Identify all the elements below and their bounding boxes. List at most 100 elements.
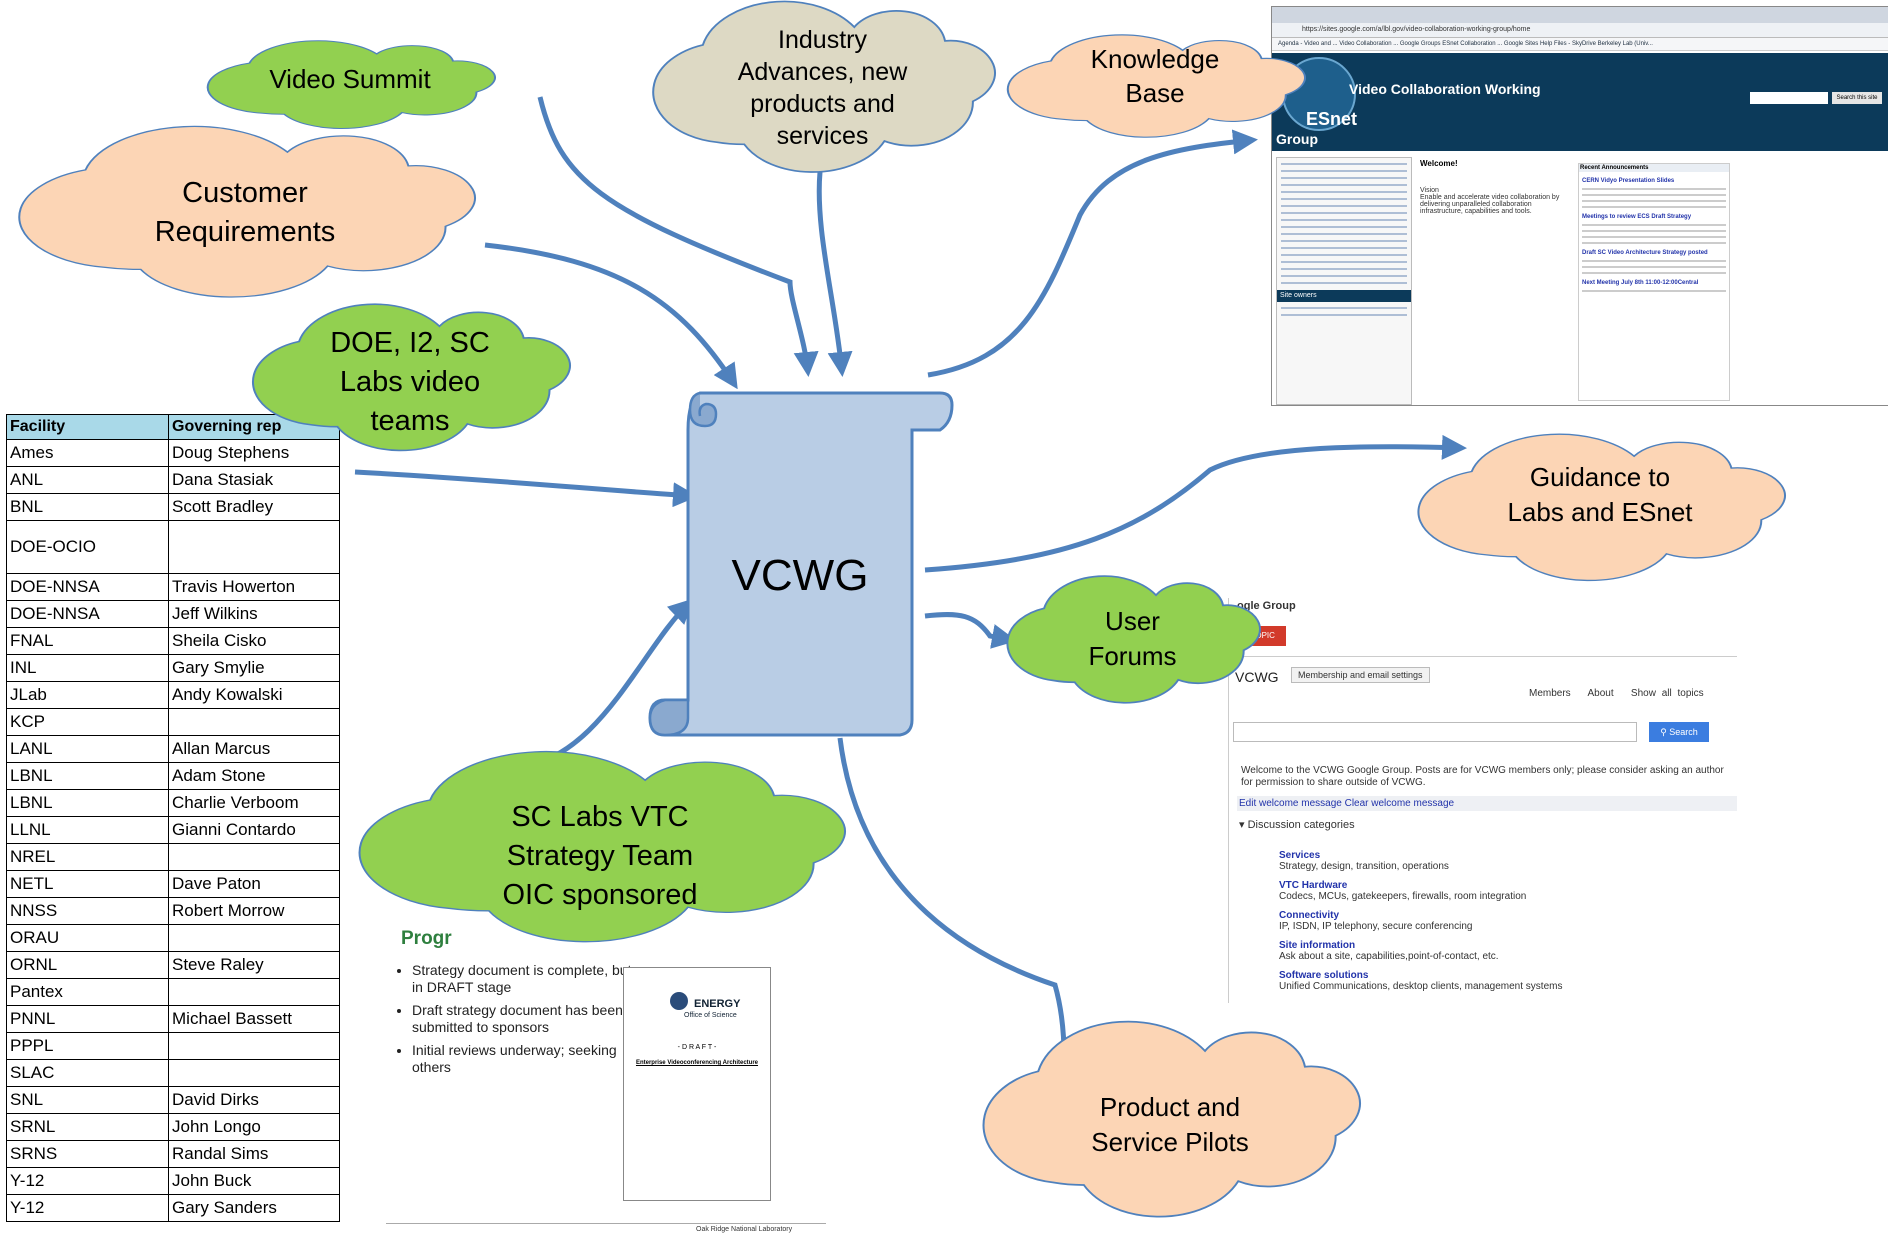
announcement-link: Draft SC Video Architecture Strategy pos… (1582, 250, 1708, 256)
facility-cell: NNSS (6, 897, 169, 925)
draft-document-thumbnail: ENERGY Office of Science - D R A F T - E… (623, 967, 771, 1201)
table-row: SLAC (6, 1059, 340, 1087)
site-title-group: Group (1276, 131, 1318, 147)
governing-rep-cell: John Longo (168, 1113, 340, 1141)
progress-bullet: Initial reviews underway; seeking others (412, 1042, 632, 1076)
doc-agency: ENERGY (694, 998, 741, 1010)
arrow-knowledge-base (927, 129, 1258, 378)
facility-cell: SLAC (6, 1059, 169, 1087)
arrow-user-forums (924, 611, 1017, 649)
bookmarks-bar: Agenda - Video and ... Video Collaborati… (1272, 38, 1888, 51)
cloud-doe-labs-label: DOE, I2, SC (330, 327, 490, 359)
cloud-customer-requirements-label: Requirements (155, 216, 336, 248)
category-desc: IP, ISDN, IP telephony, secure conferenc… (1279, 921, 1473, 932)
facility-cell: ANL (6, 466, 169, 494)
arrow-pilots (837, 737, 1077, 1093)
announcement-link: CERN Vidyo Presentation Slides (1582, 178, 1675, 184)
category-name: VTC Hardware (1279, 880, 1348, 891)
progress-slide-screenshot: Progr Strategy document is complete, but… (386, 920, 838, 1235)
group-links: Members About Show all topics (1529, 688, 1704, 699)
table-row: KCP (6, 708, 340, 736)
governing-rep-cell: Michael Bassett (168, 1005, 340, 1033)
progress-bullet: Strategy document is complete, but in DR… (412, 962, 632, 996)
category-name: Services (1279, 850, 1321, 861)
governing-rep-cell (168, 978, 340, 1006)
doc-office: Office of Science (684, 1012, 737, 1019)
facility-cell: SRNL (6, 1113, 169, 1141)
browser-tab-bar (1272, 7, 1888, 23)
facility-cell: Y-12 (6, 1194, 169, 1222)
announcement-link: Meetings to review ECS Draft Strategy (1582, 214, 1692, 220)
recent-announcements: Recent Announcements CERN Vidyo Presenta… (1578, 163, 1730, 401)
cloud-sc-labs-label: OIC sponsored (502, 879, 697, 911)
governing-rep-cell (168, 843, 340, 871)
vcwg-scroll-shape (648, 391, 954, 737)
cloud-knowledge-base-label: Base (1125, 78, 1184, 108)
site-search-input (1750, 92, 1828, 104)
edit-welcome-links: Edit welcome message Clear welcome messa… (1237, 796, 1737, 811)
category-name: Connectivity (1279, 910, 1340, 921)
cloud-sc-labs-label: SC Labs VTC (511, 801, 688, 833)
cloud-video-summit: Video Summit (206, 39, 497, 130)
group-name: VCWG (1235, 669, 1279, 685)
arrow-guidance (924, 434, 1467, 573)
cloud-industry-label: Industry (778, 26, 867, 54)
progress-slide-title: Progr (401, 928, 452, 949)
cloud-knowledge-base-label: Knowledge (1091, 44, 1220, 74)
governing-rep-cell: Robert Morrow (168, 897, 340, 925)
slide-footer-line (386, 1223, 826, 1224)
table-row: NREL (6, 843, 340, 871)
governing-rep-cell: John Buck (168, 1167, 340, 1195)
announcement-link: Next Meeting July 8th 11:00-12:00Central (1582, 280, 1699, 286)
cloud-doe-labs-label: teams (371, 405, 450, 437)
address-bar: https://sites.google.com/a/lbl.gov/video… (1272, 23, 1888, 38)
arrow-doe-labs (354, 469, 698, 508)
table-header-row: Facility Governing rep (6, 414, 340, 440)
governing-rep-cell: Gary Smylie (168, 654, 340, 682)
membership-settings-button: Membership and email settings (1291, 667, 1430, 683)
governing-rep-cell: Adam Stone (168, 762, 340, 790)
google-group-screenshot: ogle Group W TOPIC VCWG Membership and e… (1228, 598, 1737, 1003)
governing-rep-cell: David Dirks (168, 1086, 340, 1114)
group-search-input (1233, 722, 1637, 742)
group-search-label: Search (1669, 727, 1698, 737)
arrow-customer-requirements (484, 242, 738, 390)
arrow-sc-labs (514, 598, 694, 771)
arrow-industry (816, 171, 853, 377)
facility-cell: JLab (6, 681, 169, 709)
category-desc: Unified Communications, desktop clients,… (1279, 981, 1563, 992)
governing-rep-cell: Randal Sims (168, 1140, 340, 1168)
search-icon: ⚲ (1660, 727, 1670, 737)
progress-bullet: Draft strategy document has been submitt… (412, 1002, 632, 1036)
cloud-industry-label: services (777, 122, 869, 150)
facility-cell: LBNL (6, 762, 169, 790)
cloud-pilots-label: Product and (1100, 1092, 1240, 1122)
facility-cell: Pantex (6, 978, 169, 1006)
group-welcome: Welcome to the VCWG Google Group. Posts … (1241, 765, 1724, 788)
cloud-user-forums-label: User (1105, 606, 1160, 636)
category-name: Site information (1279, 940, 1356, 951)
slide-footer-text: Oak Ridge National Laboratory (696, 1226, 793, 1233)
table-row: Pantex (6, 978, 340, 1006)
cloud-industry-label: Advances, new (738, 58, 908, 86)
